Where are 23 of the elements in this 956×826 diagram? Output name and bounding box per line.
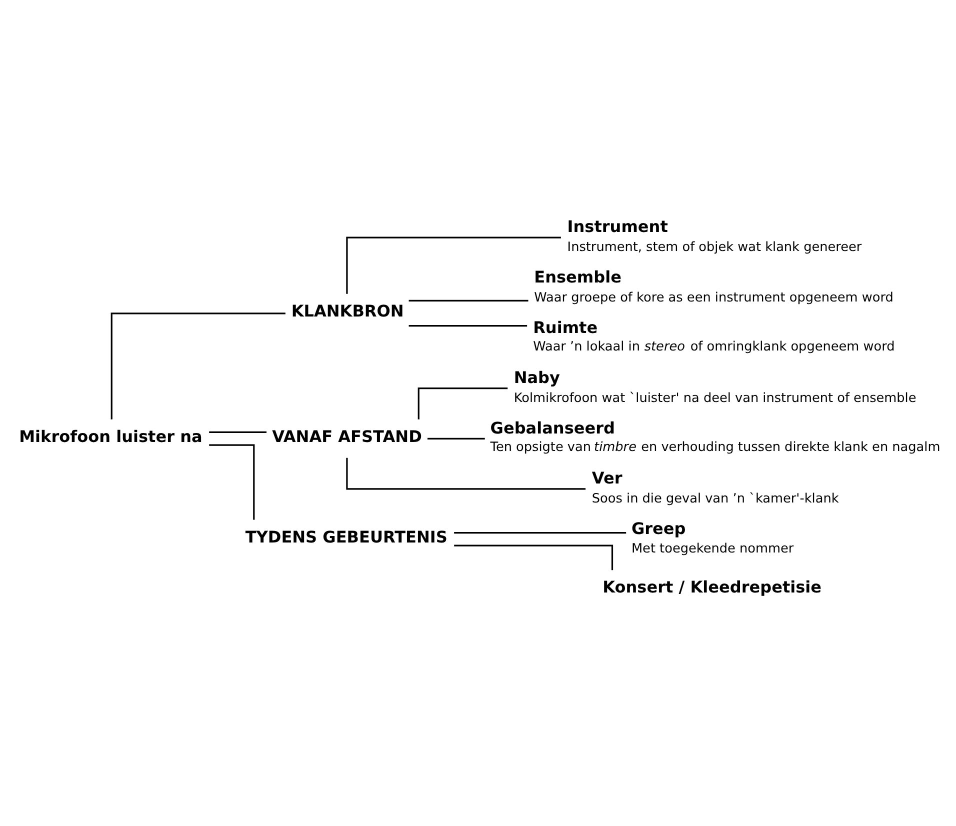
node-text: Mikrofoon luister na: [19, 426, 202, 446]
node-text: Konsert / Kleedrepetisie: [602, 577, 822, 596]
node-text: Gebalanseerd Ten opsigte van timbre en verhouding tussen direkte klank en nagalm: [490, 418, 940, 455]
connector: [408, 299, 528, 301]
connector: [110, 312, 286, 419]
node-text: Naby Kolmikrofoon wat `luister' na deel van instrument of ensemble: [514, 368, 916, 406]
connector: [454, 531, 626, 534]
connector: [346, 236, 561, 294]
node-text: VANAF AFSTAND: [272, 426, 422, 446]
node-text: Instrument Instrument, stem of objek wat klank genereer: [567, 216, 862, 255]
node-text: Greep Met toegekende nommer: [632, 518, 794, 556]
node-text: Ruimte Waar ’n lokaal in stereo of omringklank opgeneem word: [533, 317, 895, 354]
node-text: Ver Soos in die geval van ’n `kamer'-klank: [592, 468, 839, 506]
connector: [454, 544, 614, 570]
connector: [209, 444, 255, 520]
connector: [418, 387, 508, 419]
node-text: KLANKBRON: [291, 301, 404, 320]
connector: [408, 324, 528, 326]
node-text: Ensemble Waar groepe of kore as een instrument opgeneem word: [534, 266, 894, 305]
connector: [346, 457, 586, 490]
connector: [209, 430, 266, 433]
connector: [427, 437, 485, 439]
node-text: TYDENS GEBEURTENIS: [245, 526, 448, 546]
